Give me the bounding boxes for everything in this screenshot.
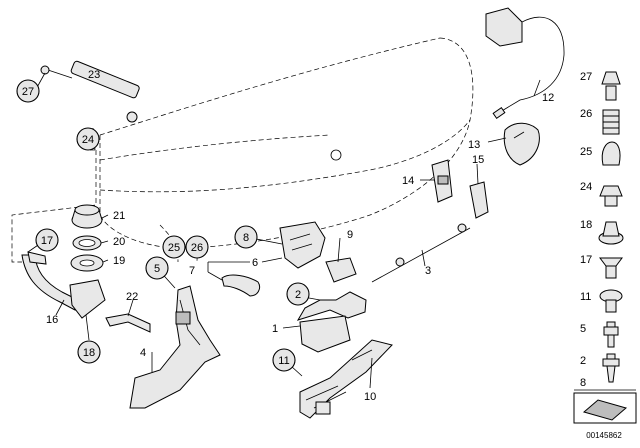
callout-7: 7 (189, 265, 195, 277)
bracket-15 (469, 181, 489, 219)
callout-circle-8: 8 (234, 225, 258, 249)
bracket-14 (431, 159, 453, 203)
rod-3 (371, 223, 471, 283)
clip-22 (105, 313, 151, 333)
fastener-legend: 27 26 25 24 18 17 11 5 2 8 (574, 71, 636, 391)
svg-text:18: 18 (83, 347, 95, 359)
fastener-24-icon (599, 185, 623, 197)
svg-text:25: 25 (168, 242, 180, 254)
hinge-arm (21, 251, 106, 319)
fastener-25-icon (601, 141, 621, 166)
striker (299, 339, 393, 419)
legend-label-11: 11 (580, 291, 591, 303)
svg-text:24: 24 (82, 134, 94, 146)
callout-19: 19 (113, 255, 125, 267)
callout-6: 6 (252, 257, 258, 269)
hinge-bracket (129, 285, 221, 409)
fastener-2-icon (606, 353, 616, 360)
grommet-stack (70, 204, 104, 272)
callout-12: 12 (542, 92, 554, 104)
callout-16: 16 (46, 314, 58, 326)
lock-9 (325, 257, 357, 283)
callout-circle-17: 17 (35, 228, 59, 252)
callout-13: 13 (468, 139, 480, 151)
legend-label-18: 18 (580, 219, 592, 231)
callout-10: 10 (364, 391, 376, 403)
legend-label-8: 8 (580, 377, 586, 389)
svg-text:5: 5 (154, 263, 160, 275)
callout-circle-27: 27 (16, 79, 40, 103)
handle-13 (503, 122, 540, 166)
callout-22: 22 (126, 291, 138, 303)
callout-21: 21 (113, 210, 125, 222)
legend-label-26: 26 (580, 108, 592, 120)
callout-circle-2: 2 (286, 282, 310, 306)
callout-circle-5: 5 (145, 256, 169, 280)
callout-15: 15 (472, 154, 484, 166)
callout-circle-25: 25 (162, 235, 186, 259)
callout-circle-18: 18 (77, 340, 101, 364)
callout-circle-24: 24 (76, 127, 100, 151)
lock-body (296, 291, 367, 353)
fastener-26-icon (602, 109, 620, 135)
latch-8 (279, 221, 326, 269)
legend-label-5: 5 (580, 323, 586, 335)
svg-text:8: 8 (243, 232, 249, 244)
legend-label-2: 2 (580, 355, 586, 367)
symbol-box (573, 392, 637, 424)
panel-symbol-icon (582, 399, 628, 421)
callout-14: 14 (402, 175, 414, 187)
callout-23: 23 (88, 69, 100, 81)
callout-4: 4 (140, 347, 146, 359)
callout-9: 9 (347, 229, 353, 241)
callout-circle-26: 26 (185, 235, 209, 259)
svg-text:2: 2 (295, 289, 301, 301)
legend-label-17: 17 (580, 254, 592, 266)
fastener-27-stem (605, 85, 617, 101)
legend-label-27: 27 (580, 71, 592, 83)
actuator-cable (485, 7, 565, 120)
legend-label-25: 25 (580, 146, 592, 158)
callout-1: 1 (272, 323, 278, 335)
svg-text:27: 27 (22, 86, 34, 98)
callout-circle-11: 11 (272, 348, 296, 372)
callout-20: 20 (113, 236, 125, 248)
rod-7 (221, 274, 261, 297)
fastener-17-icon (599, 257, 623, 267)
fastener-5-icon (606, 321, 616, 328)
callout-3: 3 (425, 265, 431, 277)
footer-code: 00145862 (586, 431, 622, 440)
legend-label-24: 24 (580, 181, 592, 193)
svg-text:17: 17 (41, 235, 53, 247)
fastener-27-icon (601, 71, 621, 85)
svg-text:11: 11 (278, 355, 289, 367)
gas-strut (40, 60, 140, 123)
svg-text:26: 26 (191, 242, 203, 254)
